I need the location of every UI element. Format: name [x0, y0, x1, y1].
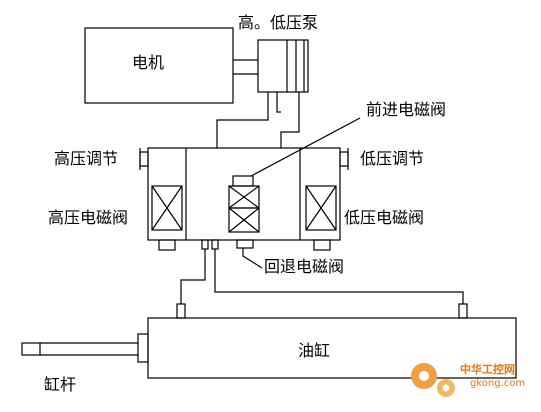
- rod-label: 缸杆: [44, 375, 76, 394]
- lp-valve-label: 低压电磁阀: [344, 208, 424, 227]
- motor-label: 电机: [132, 53, 164, 72]
- hp-adjust-label: 高压调节: [54, 149, 118, 168]
- watermark-brand: 中华工控网: [460, 362, 515, 376]
- motor-box: [84, 27, 234, 104]
- watermark-url: gkong.com: [470, 378, 525, 389]
- pump-box: [257, 39, 309, 93]
- forward-valve-label: 前进电磁阀: [366, 100, 446, 119]
- cylinder-cap: [137, 333, 149, 363]
- return-valve-leader: [242, 248, 263, 269]
- return-valve-label: 回退电磁阀: [264, 257, 344, 276]
- pump-pipe-2: [280, 92, 300, 148]
- hp-adjust-knob: [139, 151, 149, 167]
- gear-icon: [411, 363, 455, 397]
- cyl-pipe-left: [180, 249, 206, 304]
- hp-valve-label: 高压电磁阀: [48, 208, 128, 227]
- return-solenoid-valve: [228, 207, 260, 233]
- cyl-pipe-right: [214, 249, 464, 304]
- lp-adjust-knob: [339, 151, 349, 167]
- watermark-logo: 中华工控网 gkong.com: [411, 362, 525, 397]
- hp-solenoid-valve: [151, 185, 183, 231]
- lp-solenoid-valve: [305, 185, 337, 231]
- forward-valve-leader: [250, 117, 361, 177]
- forward-valve-head: [232, 175, 254, 187]
- lp-adjust-label: 低压调节: [360, 149, 424, 168]
- pump-label: 高。低压泵: [238, 13, 318, 32]
- cylinder-label: 油缸: [298, 341, 330, 360]
- pump-pipe-1: [216, 92, 269, 148]
